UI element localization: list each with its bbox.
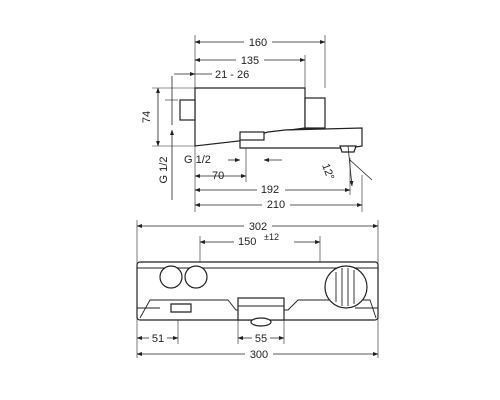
dim-label-g-vertical: G 1/2 <box>158 157 170 184</box>
dim-label-70: 70 <box>212 170 224 182</box>
dim-label-55: 55 <box>255 333 267 345</box>
control-cover <box>304 97 326 129</box>
temperature-knob[interactable] <box>324 265 368 309</box>
dim-label-160: 160 <box>249 37 267 49</box>
front-view: 302 150 ±12 51 <box>136 219 379 361</box>
dim-label-135: 135 <box>241 55 259 67</box>
dim-label-g-right: G 1/2 <box>184 154 211 166</box>
dim-label-302: 302 <box>249 221 267 233</box>
dim-label-range: 21 - 26 <box>215 69 249 81</box>
dim-label-300: 300 <box>250 349 268 361</box>
side-view: 160 135 21 - 26 74 G 1/2 <box>141 35 373 212</box>
angle-line-b <box>349 159 373 181</box>
dim-label-angle: 12° <box>319 162 336 182</box>
outlet-block <box>237 297 285 321</box>
outlet-nub-side <box>239 131 265 141</box>
aerator <box>250 317 272 327</box>
dim-label-74: 74 <box>141 111 153 123</box>
dim-label-150: 150 <box>238 236 256 248</box>
wall-connector <box>179 99 196 121</box>
left-bracket <box>170 303 192 313</box>
angle-line-a <box>347 145 354 187</box>
select-button-right[interactable] <box>184 265 208 289</box>
dim-label-51: 51 <box>152 333 164 345</box>
spout-side <box>239 127 363 149</box>
dim-label-210: 210 <box>267 199 285 211</box>
spout-detail <box>284 127 326 131</box>
select-button-left[interactable] <box>159 265 183 289</box>
knob-grip-lines <box>335 268 355 306</box>
dim-label-tolerance: ±12 <box>264 232 279 242</box>
dim-label-192: 192 <box>261 184 279 196</box>
